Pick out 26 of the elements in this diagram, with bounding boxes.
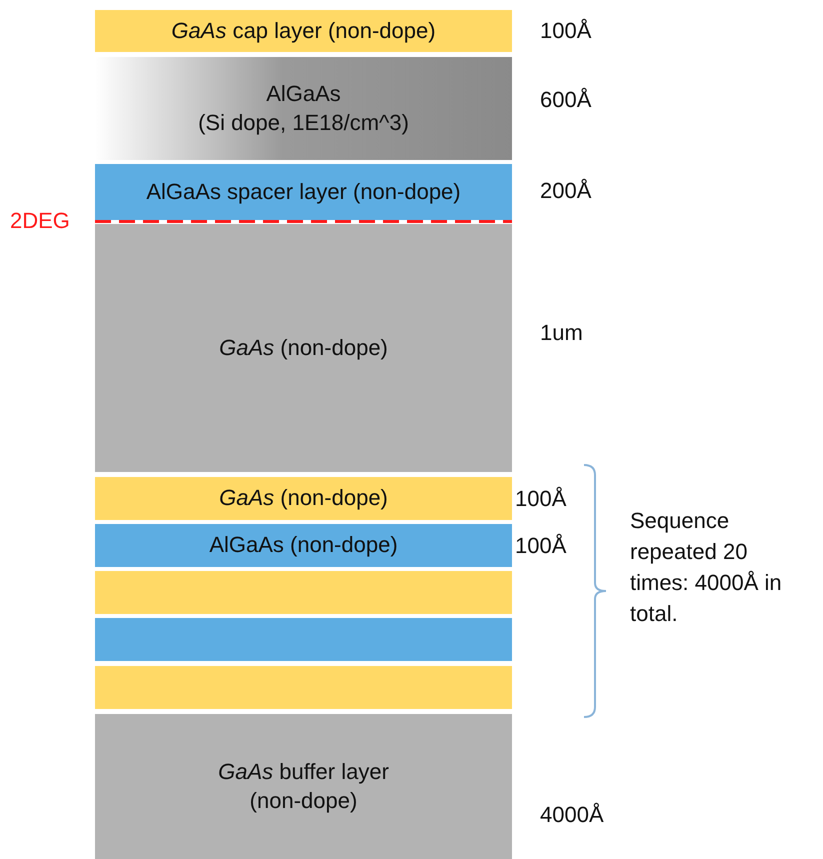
- barrier-layer: [95, 618, 512, 661]
- 2deg-label: 2DEG: [10, 208, 70, 234]
- well-layer: [95, 571, 512, 614]
- thickness-label: 100Å: [515, 533, 566, 559]
- thickness-label: 100Å: [540, 18, 592, 44]
- buffer-layer: [95, 714, 512, 859]
- channel-layer: [95, 224, 512, 472]
- layer-label: AlGaAs (non-dope): [209, 531, 398, 560]
- thickness-label: 100Å: [515, 486, 566, 512]
- layer-label: GaAs cap layer (non-dope): [171, 16, 436, 45]
- thickness-label: 1um: [540, 320, 583, 346]
- layer-label: (Si dope, 1E18/cm^3): [198, 108, 409, 137]
- well-layer: [95, 666, 512, 709]
- repeat-note: Sequence repeated 20 times: 4000Å in total.: [630, 507, 783, 628]
- thickness-label: 600Å: [540, 87, 592, 113]
- well-layer: [95, 477, 512, 520]
- spacer-layer: [95, 164, 512, 220]
- thickness-label: 200Å: [540, 178, 592, 204]
- layer-label: AlGaAs: [266, 80, 341, 108]
- layer-label: AlGaAs spacer layer (non-dope): [146, 178, 461, 206]
- layer-label: GaAs buffer layer (non-dope): [217, 758, 390, 815]
- layer-label: GaAs (non-dope): [219, 334, 388, 362]
- thickness-label: 4000Å: [540, 802, 604, 828]
- barrier-layer: [95, 524, 512, 567]
- cap-layer: [95, 10, 512, 52]
- layer-label: GaAs (non-dope): [219, 484, 388, 512]
